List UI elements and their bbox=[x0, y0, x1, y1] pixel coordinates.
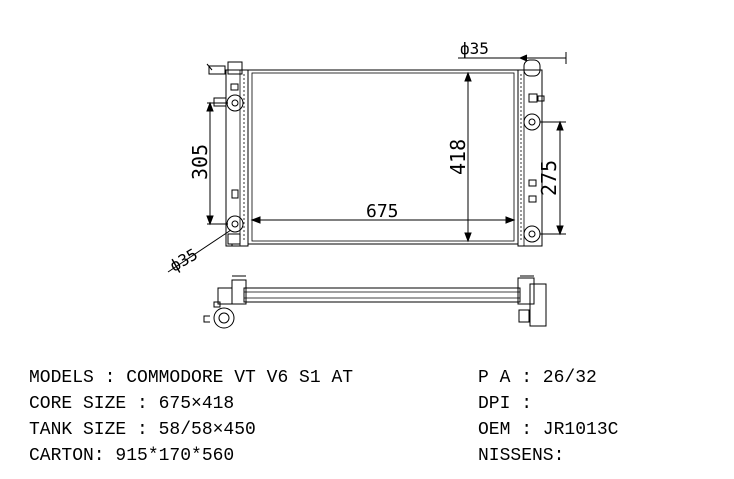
radiator-bottom-view bbox=[203, 275, 547, 329]
dim-top-diameter-label: ф35 bbox=[460, 39, 489, 58]
right-tank bbox=[517, 59, 545, 247]
spec-dpi: DPI : bbox=[478, 394, 533, 414]
dim-left-span-label: 305 bbox=[188, 144, 212, 180]
spec-carton: CARTON: 915*170*560 bbox=[29, 446, 235, 466]
dim-bottom-diameter: ф35 bbox=[167, 229, 232, 276]
spec-oem: OEM : JR1013C bbox=[478, 420, 619, 440]
dim-core-width-label: 675 bbox=[366, 201, 399, 222]
dim-core-height: 418 bbox=[446, 71, 472, 243]
spec-models: MODELS : COMMODORE VT V6 S1 AT bbox=[29, 368, 354, 388]
dim-left-span: 305 bbox=[188, 101, 228, 226]
dim-right-span: 275 bbox=[537, 120, 566, 236]
dim-bottom-diameter-label: ф35 bbox=[167, 245, 202, 276]
dim-core-width: 675 bbox=[250, 201, 516, 224]
left-tank bbox=[206, 61, 249, 247]
dim-core-height-label: 418 bbox=[446, 139, 470, 175]
spec-core-size: CORE SIZE : 675×418 bbox=[29, 394, 235, 414]
spec-pa: P A : 26/32 bbox=[478, 368, 597, 388]
spec-nissens: NISSENS: bbox=[478, 446, 565, 466]
dim-top-diameter: ф35 bbox=[458, 39, 567, 64]
dim-right-span-label: 275 bbox=[537, 160, 561, 196]
spec-tank-size: TANK SIZE : 58/58×450 bbox=[29, 420, 256, 440]
